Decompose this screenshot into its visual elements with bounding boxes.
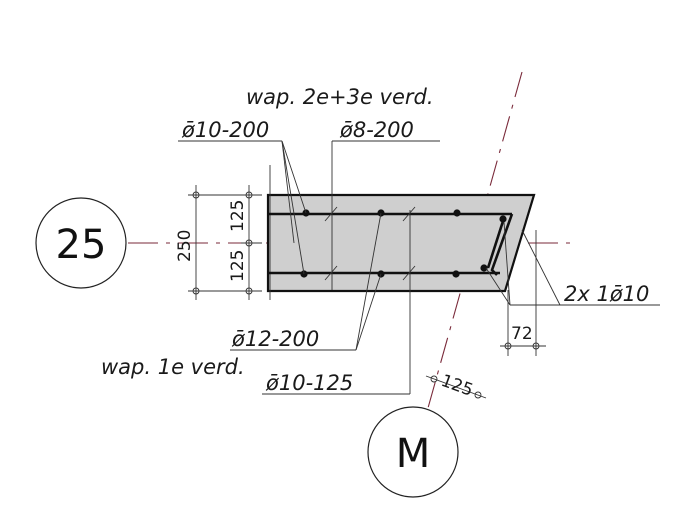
leader-line bbox=[503, 221, 511, 306]
grid-bubble-bottom bbox=[367, 406, 459, 498]
bar-tick bbox=[402, 265, 416, 281]
dim-upper-half: 125 bbox=[228, 200, 248, 232]
grid-bubble-left bbox=[35, 197, 127, 289]
dim-lower-half: 125 bbox=[228, 250, 248, 282]
bar-tick bbox=[324, 206, 338, 222]
label-rebar-10-125: ø̄10-125 bbox=[265, 371, 353, 395]
rebar-dot bbox=[452, 270, 460, 278]
leader-line bbox=[281, 140, 295, 244]
dim-node bbox=[474, 391, 482, 399]
leader-line bbox=[521, 229, 561, 306]
dim-line-diagonal bbox=[425, 375, 487, 399]
dim-node bbox=[245, 191, 253, 199]
leader-line bbox=[355, 212, 382, 351]
rebar-dot bbox=[453, 209, 461, 217]
leader-line bbox=[281, 140, 305, 275]
label-rebar-8-200: ø̄8-200 bbox=[339, 118, 414, 142]
dim-node bbox=[245, 287, 253, 295]
bar-tick bbox=[402, 206, 416, 222]
rebar-dot bbox=[480, 264, 488, 272]
dim-node bbox=[245, 239, 253, 247]
label-rebar-12-200: ø̄12-200 bbox=[231, 327, 319, 351]
bar-tick bbox=[324, 265, 338, 281]
end-stirrup-rebar bbox=[486, 217, 506, 269]
concrete-slab bbox=[266, 193, 536, 293]
dim-node bbox=[504, 342, 512, 350]
label-rebar-2x10: 2x 1ø̄10 bbox=[564, 282, 649, 306]
grid-bubble-left-label: 25 bbox=[56, 222, 107, 268]
end-hook-rebar bbox=[490, 213, 514, 276]
dim-edge-offset: 72 bbox=[511, 324, 533, 344]
dim-node bbox=[192, 191, 200, 199]
label-wap-top: wap. 2e+3e verd. bbox=[246, 85, 434, 109]
dim-node bbox=[532, 342, 540, 350]
leader-line bbox=[355, 273, 382, 351]
dim-node bbox=[192, 287, 200, 295]
label-rebar-10-200: ø̄10-200 bbox=[181, 118, 269, 142]
grid-bubble-bottom-label: M bbox=[396, 431, 431, 477]
label-wap-bottom: wap. 1e verd. bbox=[101, 355, 245, 379]
dim-diagonal-spacing: 125 bbox=[438, 371, 475, 401]
dim-total-height: 250 bbox=[175, 230, 195, 262]
leader-line bbox=[281, 140, 307, 214]
leader-line bbox=[485, 267, 511, 306]
rebar-dot bbox=[499, 215, 507, 223]
dim-node bbox=[430, 375, 438, 383]
